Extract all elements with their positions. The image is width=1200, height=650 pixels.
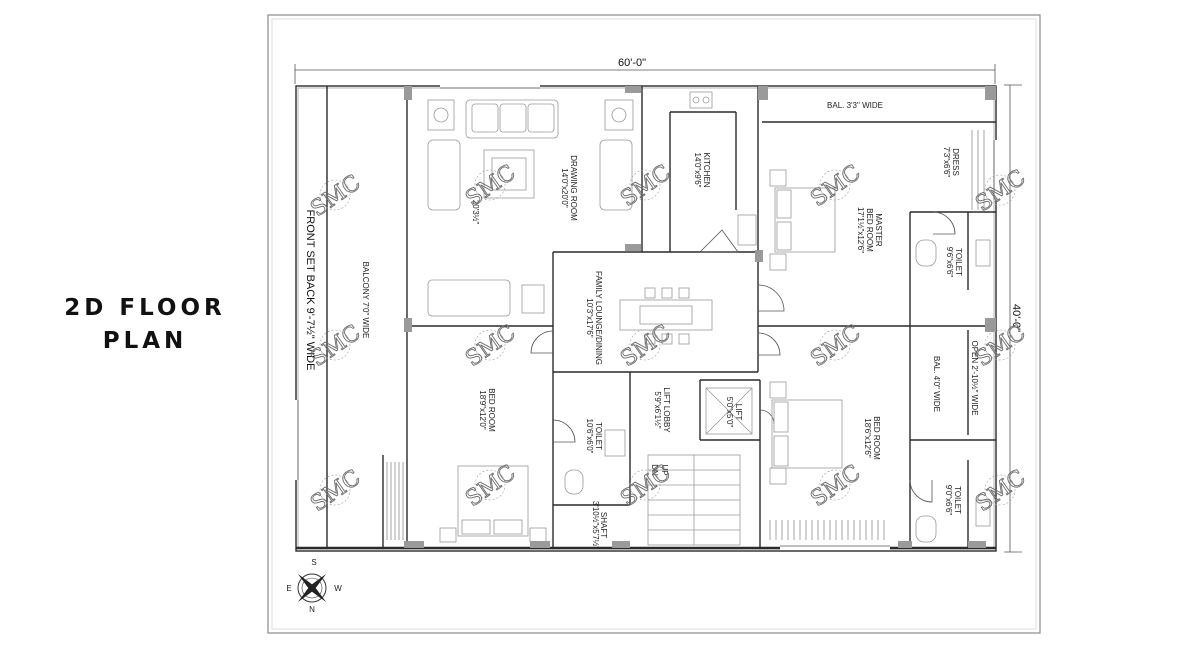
watermark-ring: [984, 474, 1016, 506]
bed-right-size: 18'6"x12'6": [863, 418, 872, 458]
bal-top-label: BAL. 3'3" WIDE: [827, 101, 883, 110]
kitchen-size: 14'0"x9'6": [693, 153, 702, 188]
title-line-2: PLAN: [102, 328, 188, 354]
drawing-room-label: DRAWING ROOM: [569, 155, 578, 221]
compass-s: S: [311, 558, 316, 567]
watermark-ring: [984, 174, 1016, 206]
family-lounge-label: FAMILY LOUNGE/DINING: [594, 271, 603, 365]
compass-e: E: [286, 584, 291, 593]
watermark-ring: [474, 469, 506, 501]
title-line-1: 2D FLOOR: [64, 295, 226, 321]
compass-n: N: [309, 605, 315, 614]
toilet-left-size: 10'6"x6'0": [585, 419, 594, 454]
watermark-ring: [819, 169, 851, 201]
watermark-ring: [819, 469, 851, 501]
watermark-ring: [319, 474, 351, 506]
watermark-ring: [629, 329, 661, 361]
compass-icon: [297, 573, 327, 603]
family-lounge-size: 10'3"x17'6": [585, 298, 594, 338]
lift-lobby-label: LIFT LOBBY: [662, 387, 671, 433]
toilet-right-label: TOILET: [953, 486, 962, 514]
dress-label: DRESS: [951, 148, 960, 176]
watermark-ring: [319, 179, 351, 211]
lift-lobby-size: 5'9"x6'1½": [653, 391, 662, 428]
bed-left-label: BED ROOM: [487, 388, 496, 432]
depth-dimension: 40'-0": [1010, 304, 1022, 332]
toilet-right-size: 9'0"x6'6": [944, 485, 953, 516]
lift-size: 5'0"x5'0": [725, 397, 734, 428]
watermark-ring: [629, 469, 661, 501]
compass-w: W: [334, 584, 342, 593]
kitchen-label: KITCHEN: [702, 152, 711, 187]
watermark-ring: [319, 329, 351, 361]
master-size: 17'1½"x12'6": [856, 207, 865, 253]
shaft-label: SHAFT: [599, 512, 608, 538]
bed-left-size: 18'9"x12'0": [478, 390, 487, 430]
balcony-label: BALCONY 7'0" WIDE: [361, 262, 370, 339]
width-dimension: 60'-0": [618, 57, 646, 69]
watermark-ring: [474, 169, 506, 201]
balcony-hatching: [386, 130, 985, 540]
dress-size: 7'3"x6'6": [942, 147, 951, 178]
interior-walls: [326, 86, 996, 548]
stair-up-label: UP: [660, 464, 669, 475]
watermark-ring: [984, 329, 1016, 361]
master-label-1: MASTER: [874, 213, 883, 247]
watermark-ring: [474, 329, 506, 361]
lift-label: LIFT: [734, 404, 743, 421]
bal-right-label: BAL. 4'0" WIDE: [932, 356, 941, 412]
furniture: [427, 91, 991, 546]
columns: [404, 86, 996, 548]
shaft-size: 3'10½"x5'7½": [591, 501, 600, 549]
stair-dn-label: DN: [650, 464, 659, 476]
toilet-left-label: TOILET: [594, 422, 603, 450]
setback-label: FRONT SET BACK 9'-7½" WIDE: [304, 210, 316, 371]
page-title: 2D FLOOR PLAN: [40, 292, 250, 358]
windows: [294, 84, 998, 550]
bed-right-label: BED ROOM: [872, 416, 881, 460]
watermark-ring: [629, 169, 661, 201]
toilet-master-size: 9'6"x6'6": [945, 247, 954, 278]
small-dimension: 20'3½": [471, 200, 480, 225]
watermark-ring: [819, 329, 851, 361]
sheet-frame-inner: [271, 18, 1037, 630]
toilet-master-label: TOILET: [954, 248, 963, 276]
dimension-lines: [294, 64, 1022, 553]
open-label: OPEN 2'-10½" WIDE: [970, 340, 979, 415]
master-label-2: BED ROOM: [865, 208, 874, 252]
drawing-room-size: 14'0"x20'0": [560, 168, 569, 208]
